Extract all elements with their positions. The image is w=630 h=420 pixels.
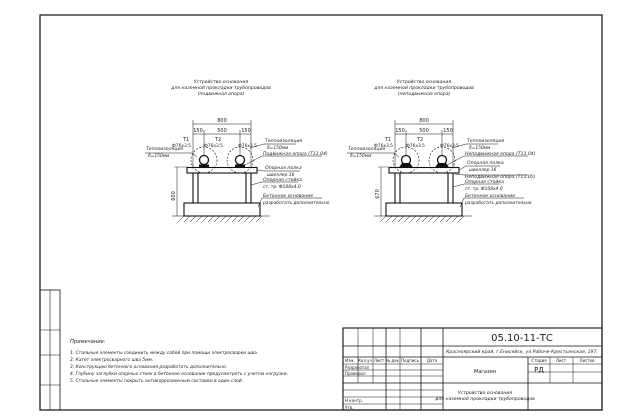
drawing-title-line-2: для наземной прокладки трубопроводов xyxy=(373,85,474,91)
col-header: Дата xyxy=(427,358,438,363)
project-address: Красноярский край, г.Енисейск, ул.Рабоче… xyxy=(446,349,598,355)
base-note: разработать дополнительно xyxy=(464,200,532,206)
object-name: Магазин xyxy=(474,369,497,375)
pipe-t2-icon xyxy=(234,154,246,166)
drawing-movable-support: Устройство основания для наземной прокла… xyxy=(145,79,330,223)
slide-support-t1 xyxy=(199,164,209,168)
notes-title: Примечание: xyxy=(70,339,106,345)
ground-hatch xyxy=(177,215,263,223)
insulation-thickness-right: δ=150мм xyxy=(267,145,289,151)
support-shelf xyxy=(186,166,258,174)
base-note: разработать дополнительно xyxy=(262,200,330,206)
insulation-outline-t2 xyxy=(428,146,456,174)
insulation-label-right: Теплоизоляция xyxy=(265,138,302,144)
col-header: Изм. xyxy=(345,358,354,363)
sheet-title-line-2: для наземной прокладки трубопроводов xyxy=(434,396,535,402)
drawing-title-line-1: Устройство основания xyxy=(397,79,452,85)
dim-total: 800 xyxy=(419,118,429,124)
insulation-thickness-right: δ=150мм xyxy=(469,145,491,151)
pipe-t1-spec: Ф76х3.5 xyxy=(374,143,393,149)
sheet-title-line-1: Устройство основания xyxy=(458,390,513,396)
drawing-title-line-1: Устройство основания xyxy=(194,79,249,85)
concrete-base xyxy=(183,202,261,217)
col-header: Кол.уч xyxy=(358,358,372,363)
insulation-label-left: Теплоизоляция xyxy=(146,146,183,152)
height-dim: 670 xyxy=(375,189,381,199)
pipe-right-spec: Ф76х3.5 xyxy=(238,143,257,149)
title-block: 05.10-11-ТС Красноярский край, г.Енисейс… xyxy=(342,327,603,411)
support-type-label: Неподвижная опора (Т13.04) xyxy=(465,151,536,157)
dim-total: 800 xyxy=(217,118,227,124)
dim-middle: 500 xyxy=(217,128,227,134)
dim-middle: 500 xyxy=(419,128,429,134)
shelf-spec: швеллер 16 xyxy=(267,172,295,178)
sheets-header: Листов xyxy=(580,358,596,363)
insulation-outline-t1 xyxy=(392,146,420,174)
fixed-clamp-t1 xyxy=(399,163,413,168)
role-developed: Разработал xyxy=(345,365,370,370)
sheet-frame xyxy=(39,14,603,411)
insulation-outline-t2 xyxy=(226,146,254,174)
post-spec: ст. тр. Ф108х4.0 xyxy=(465,186,503,192)
concrete-base xyxy=(385,202,463,217)
insulation-outline-t1 xyxy=(190,146,218,174)
shelf-label: Опорная полка xyxy=(265,165,302,171)
col-header: Подпись xyxy=(401,358,420,363)
shelf-label: Опорная полка xyxy=(467,160,504,166)
role-checked: Проверил xyxy=(345,371,366,376)
fixed-support-label: Неподвижная опора (Т13.05) xyxy=(465,174,536,180)
pipe-t2-label: T2 xyxy=(416,137,423,143)
insulation-label-left: Теплоизоляция xyxy=(348,146,385,152)
ground-hatch xyxy=(379,215,465,223)
note-item: 2. Катет электросварного шва 5мм. xyxy=(70,357,153,363)
slide-support-t2 xyxy=(235,164,245,168)
drawing-title-line-3: (неподвижная опора) xyxy=(398,91,451,97)
fixed-clamp-t2 xyxy=(435,163,449,168)
height-dim: 600 xyxy=(171,191,177,201)
pipe-t2-label: T2 xyxy=(214,137,221,143)
support-shelf xyxy=(388,166,460,174)
dim-right: 150 xyxy=(241,128,251,134)
col-header: № док. xyxy=(386,358,400,363)
pipe-t2-spec: Ф76х3.5 xyxy=(406,143,425,149)
dim-right: 150 xyxy=(443,128,453,134)
note-item: 1. Стальные элементы соединить между соб… xyxy=(70,350,258,356)
post-spec: ст. тр. Ф108х4.0 xyxy=(263,184,301,190)
dim-left: 150 xyxy=(193,128,203,134)
pipe-right-spec: Ф76х3.5 xyxy=(440,143,459,149)
post-label: Опорная стойка xyxy=(263,177,302,183)
note-item: 3. Конструкцию бетонного основания разра… xyxy=(70,364,227,370)
base-label: Бетонное основание xyxy=(465,193,515,199)
note-item: 4. Глубину заглубки опорных стоек в бето… xyxy=(70,371,288,377)
insulation-thickness-left: δ=150мм xyxy=(148,153,170,159)
stage-value: РД xyxy=(534,366,544,374)
pipe-t2-spec: Ф76х3.5 xyxy=(204,143,223,149)
drawing-fixed-support: Устройство основания для наземной прокла… xyxy=(347,79,536,223)
stage-header: Стадия xyxy=(531,358,547,363)
drawing-title-line-2: для наземной прокладки трубопроводов xyxy=(170,85,271,91)
pipe-t1-label: T1 xyxy=(384,137,391,143)
pipe-t1-icon xyxy=(198,154,210,166)
shelf-spec: швеллер 16 xyxy=(469,167,497,173)
document-code: 05.10-11-ТС xyxy=(491,333,553,344)
insulation-label-right: Теплоизоляция xyxy=(467,138,504,144)
notes-block: Примечание: 1. Стальные элементы соедини… xyxy=(70,339,288,384)
role-nkontr: Н.контр. xyxy=(345,398,363,403)
note-item: 5. Стальные элементы покрыть антикоррози… xyxy=(70,378,243,384)
col-header: Лист xyxy=(374,358,385,363)
base-label: Бетонное основание xyxy=(263,193,313,199)
pipe-t1-label: T1 xyxy=(182,137,189,143)
dim-left: 150 xyxy=(395,128,405,134)
post-label: Опорная стойка xyxy=(465,179,504,185)
sheet-header: Лист xyxy=(556,358,567,363)
pipe-t1-spec: Ф76х3.5 xyxy=(172,143,191,149)
insulation-thickness-left: δ=150мм xyxy=(350,153,372,159)
drawing-title-line-3: (подвижная опора) xyxy=(198,91,245,97)
role-approved: Утв. xyxy=(345,405,353,410)
support-type-label: Подвижная опора (Т13.04) xyxy=(263,151,328,157)
